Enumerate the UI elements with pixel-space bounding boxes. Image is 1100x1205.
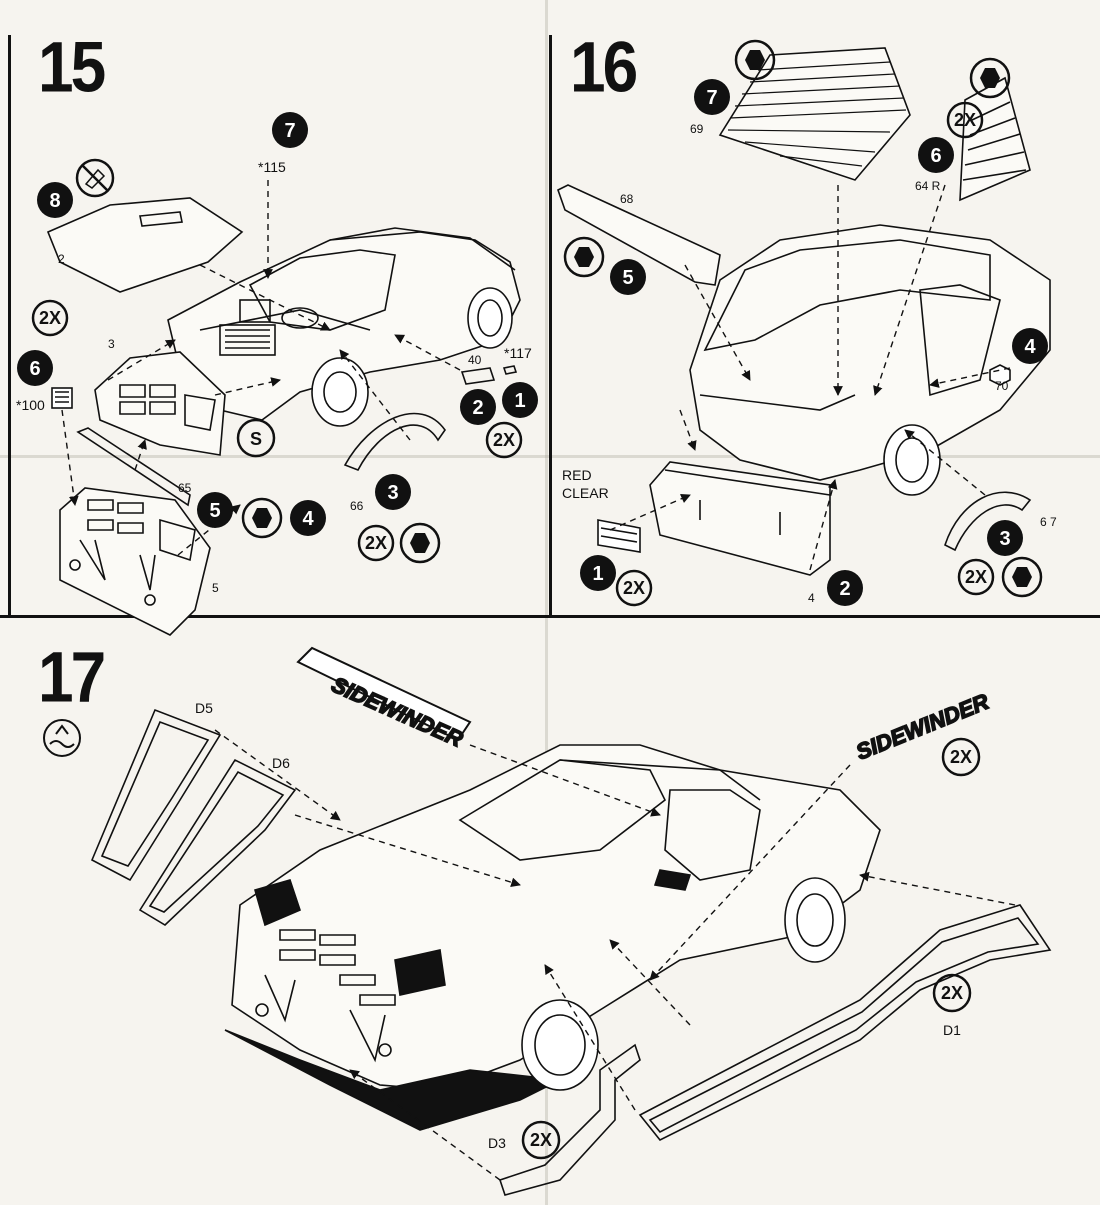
- svg-text:7: 7: [706, 87, 717, 109]
- step-badge: 5: [197, 492, 233, 528]
- svg-text:3: 3: [387, 482, 398, 504]
- sand-ring: S: [236, 418, 276, 458]
- step-badge: 4: [1012, 328, 1048, 364]
- svg-text:2X: 2X: [623, 578, 645, 598]
- part-label: 5: [212, 581, 219, 595]
- quantity-ring: 2X: [31, 299, 69, 337]
- part-label: 65: [178, 481, 192, 495]
- quantity-ring: 2X: [946, 101, 984, 139]
- decal-label-d1: D1: [943, 1022, 961, 1038]
- part-label: 69: [690, 122, 704, 136]
- svg-text:6: 6: [29, 358, 40, 380]
- svg-text:5: 5: [209, 500, 220, 522]
- decal-label-d6: D6: [272, 755, 290, 771]
- quantity-ring: 2X: [521, 1120, 561, 1160]
- part-label: *117: [504, 345, 532, 361]
- step-badge: 8: [37, 182, 73, 218]
- quantity-ring: 2X: [957, 558, 995, 596]
- svg-text:2: 2: [472, 397, 483, 419]
- svg-text:2X: 2X: [954, 110, 976, 130]
- cement-icon: [241, 497, 283, 539]
- left-border: [8, 35, 11, 615]
- svg-text:5: 5: [622, 267, 633, 289]
- step-16-badges: 7 6 5 4 1 2 3: [580, 79, 1048, 606]
- part-label: 6 7: [1040, 515, 1057, 529]
- quantity-ring: 2X: [932, 973, 972, 1013]
- step-15-badges: 7 8 6 2 1 5 4 3: [17, 112, 538, 536]
- step-badge: 7: [694, 79, 730, 115]
- step-badge: 1: [502, 382, 538, 418]
- part-label: 64 R: [915, 179, 941, 193]
- svg-text:2X: 2X: [950, 747, 972, 767]
- svg-text:2X: 2X: [493, 430, 515, 450]
- no-glue-icon: [75, 158, 115, 198]
- quantity-ring: 2X: [357, 524, 395, 562]
- decal-label-d3: D3: [488, 1135, 506, 1151]
- part-label: 40: [468, 353, 482, 367]
- step-15-rings: 2X 2X 2X S: [31, 299, 523, 562]
- svg-text:2X: 2X: [530, 1130, 552, 1150]
- svg-text:3: 3: [999, 528, 1010, 550]
- part-label: 4: [808, 591, 815, 605]
- svg-text:1: 1: [514, 390, 525, 412]
- step-badge: 7: [272, 112, 308, 148]
- svg-text:2X: 2X: [965, 567, 987, 587]
- step-badge: 6: [918, 137, 954, 173]
- step-badge: 5: [610, 259, 646, 295]
- part-label: 3: [108, 337, 115, 351]
- svg-text:8: 8: [49, 190, 60, 212]
- cement-icon: [563, 236, 605, 278]
- step-17-rings: 2X 2X 2X: [521, 737, 981, 1160]
- panel-divider-horizontal: [0, 615, 1100, 618]
- step-badge: 3: [375, 474, 411, 510]
- svg-text:2: 2: [839, 578, 850, 600]
- step-15-number: 15: [38, 26, 106, 108]
- part-label: 70: [995, 379, 1009, 393]
- red-label: RED: [562, 467, 592, 483]
- cement-icon: [399, 522, 441, 564]
- step-17-decal-labels: D5 D6 D1 D3: [195, 700, 961, 1151]
- part-label: 68: [620, 192, 634, 206]
- step-16-part-labels: 69 68 64 R 70 RED CLEAR 6 7 4: [562, 122, 1057, 605]
- water-decal-icon: [43, 719, 81, 757]
- svg-text:1: 1: [592, 563, 603, 585]
- svg-text:2X: 2X: [365, 533, 387, 553]
- svg-text:4: 4: [302, 508, 314, 530]
- step-15-drawing: [46, 180, 521, 636]
- panel-divider-vertical: [549, 35, 552, 617]
- step-16-drawing: [557, 47, 1051, 576]
- svg-text:6: 6: [930, 145, 941, 167]
- decal-label-d5: D5: [195, 700, 213, 716]
- svg-text:2X: 2X: [39, 308, 61, 328]
- part-label: *100: [16, 397, 45, 413]
- step-badge: 1: [580, 555, 616, 591]
- part-label: 2: [58, 252, 65, 266]
- part-label: 66: [350, 499, 364, 513]
- clear-label: CLEAR: [562, 485, 609, 501]
- step-badge: 6: [17, 350, 53, 386]
- quantity-ring: 2X: [615, 569, 653, 607]
- step-badge: 4: [290, 500, 326, 536]
- step-badge: 2: [460, 389, 496, 425]
- step-17-drawing: SIDEWINDER SIDEWINDER: [90, 646, 1052, 1196]
- svg-text:7: 7: [284, 120, 295, 142]
- step-15-part-labels: *115 2 3 *100 40 *117 65 66 5: [16, 159, 532, 595]
- step-badge: 2: [827, 570, 863, 606]
- cement-icon: [969, 57, 1011, 99]
- step-17-number: 17: [38, 636, 106, 718]
- cement-icon: [734, 39, 776, 81]
- step-16-rings: 2X 2X 2X: [615, 101, 995, 607]
- quantity-ring: 2X: [941, 737, 981, 777]
- svg-text:4: 4: [1024, 336, 1036, 358]
- svg-text:S: S: [250, 429, 262, 449]
- cement-icon: [1001, 556, 1043, 598]
- step-16-number: 16: [570, 26, 638, 108]
- paper-fold-vertical: [545, 0, 548, 1205]
- svg-text:2X: 2X: [941, 983, 963, 1003]
- quantity-ring: 2X: [485, 421, 523, 459]
- step-badge: 3: [987, 520, 1023, 556]
- part-label: *115: [258, 159, 286, 175]
